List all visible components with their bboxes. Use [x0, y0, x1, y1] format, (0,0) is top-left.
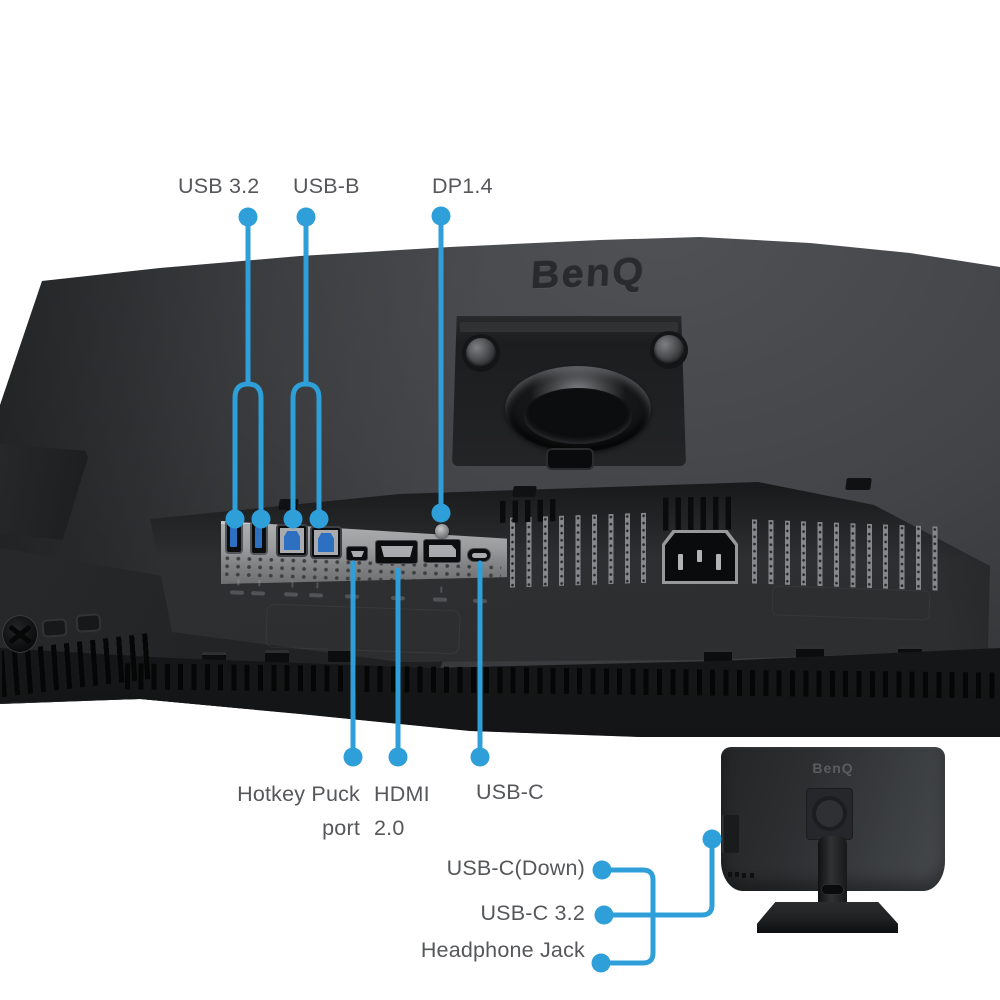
control-button — [41, 618, 68, 638]
secondary-quick-release-ring — [812, 796, 847, 831]
label-hotkey-puck-line1: Hotkey Puck — [237, 782, 360, 806]
label-hotkey-puck-port: Hotkey Puck port — [190, 777, 360, 845]
cover-clip-slot — [512, 486, 537, 497]
label-plate — [771, 585, 931, 621]
latch-tab — [704, 649, 732, 663]
usb-b-port-1 — [276, 524, 308, 557]
usb-a-port-2 — [250, 521, 268, 555]
ac-power-inlet-socket — [665, 533, 735, 581]
usb-a-port-1 — [225, 520, 243, 554]
hdmi-port — [375, 540, 418, 564]
cover-clip-slot — [278, 499, 299, 510]
label-hdmi-line2: 2.0 — [374, 816, 405, 840]
secondary-bottom-port — [742, 873, 746, 878]
secondary-stand-base — [757, 902, 898, 933]
secondary-stand-column — [818, 836, 847, 910]
latch-tab — [265, 650, 289, 664]
label-headphone-jack: Headphone Jack — [420, 938, 585, 962]
label-hotkey-puck-line2: port — [322, 816, 360, 840]
label-usb-c: USB-C — [476, 780, 544, 804]
label-plate — [265, 603, 461, 655]
secondary-bottom-port — [728, 872, 732, 877]
quick-release-hole — [524, 388, 632, 444]
vent-slots-above-power — [663, 496, 738, 531]
power-pin — [716, 554, 721, 570]
vesa-screw — [466, 338, 496, 368]
power-pin — [697, 550, 702, 562]
vent-slats-left — [510, 512, 657, 588]
stand-release-tab — [546, 448, 594, 470]
callout-line-side-monitor — [601, 836, 715, 918]
secondary-cable-hole — [821, 884, 844, 895]
control-button — [75, 613, 102, 633]
usb-b-port-2 — [310, 526, 342, 559]
control-joystick — [2, 615, 38, 653]
strip-screw — [435, 524, 449, 538]
latch-tab — [328, 648, 352, 662]
cover-clip-slot — [845, 478, 872, 490]
label-usb-c-down: USB-C(Down) — [446, 856, 585, 880]
label-dp1-4: DP1.4 — [432, 174, 493, 198]
vent-slats-right — [752, 519, 939, 591]
vent-slots-small — [500, 498, 558, 524]
hotkey-puck-port — [346, 546, 368, 561]
power-pin — [678, 554, 683, 570]
secondary-benq-logo: BenQ — [812, 760, 854, 776]
usb-c-port — [467, 548, 491, 562]
label-usb-c-3-2: USB-C 3.2 — [480, 901, 585, 925]
secondary-bottom-port — [735, 872, 739, 877]
displayport-port — [423, 539, 461, 563]
label-usb-b: USB-B — [293, 174, 360, 198]
vesa-top-bar — [460, 322, 678, 332]
vesa-screw — [654, 335, 684, 365]
label-hdmi-line1: HDMI — [374, 782, 430, 806]
secondary-bottom-port — [750, 873, 754, 878]
ac-power-inlet — [662, 530, 738, 584]
label-usb-3-2: USB 3.2 — [178, 174, 260, 198]
benq-logo: BenQ — [529, 251, 647, 297]
callout-bus-side — [598, 867, 656, 966]
secondary-side-port-cover — [722, 815, 739, 853]
label-hdmi-2-0: HDMI 2.0 — [374, 777, 430, 845]
